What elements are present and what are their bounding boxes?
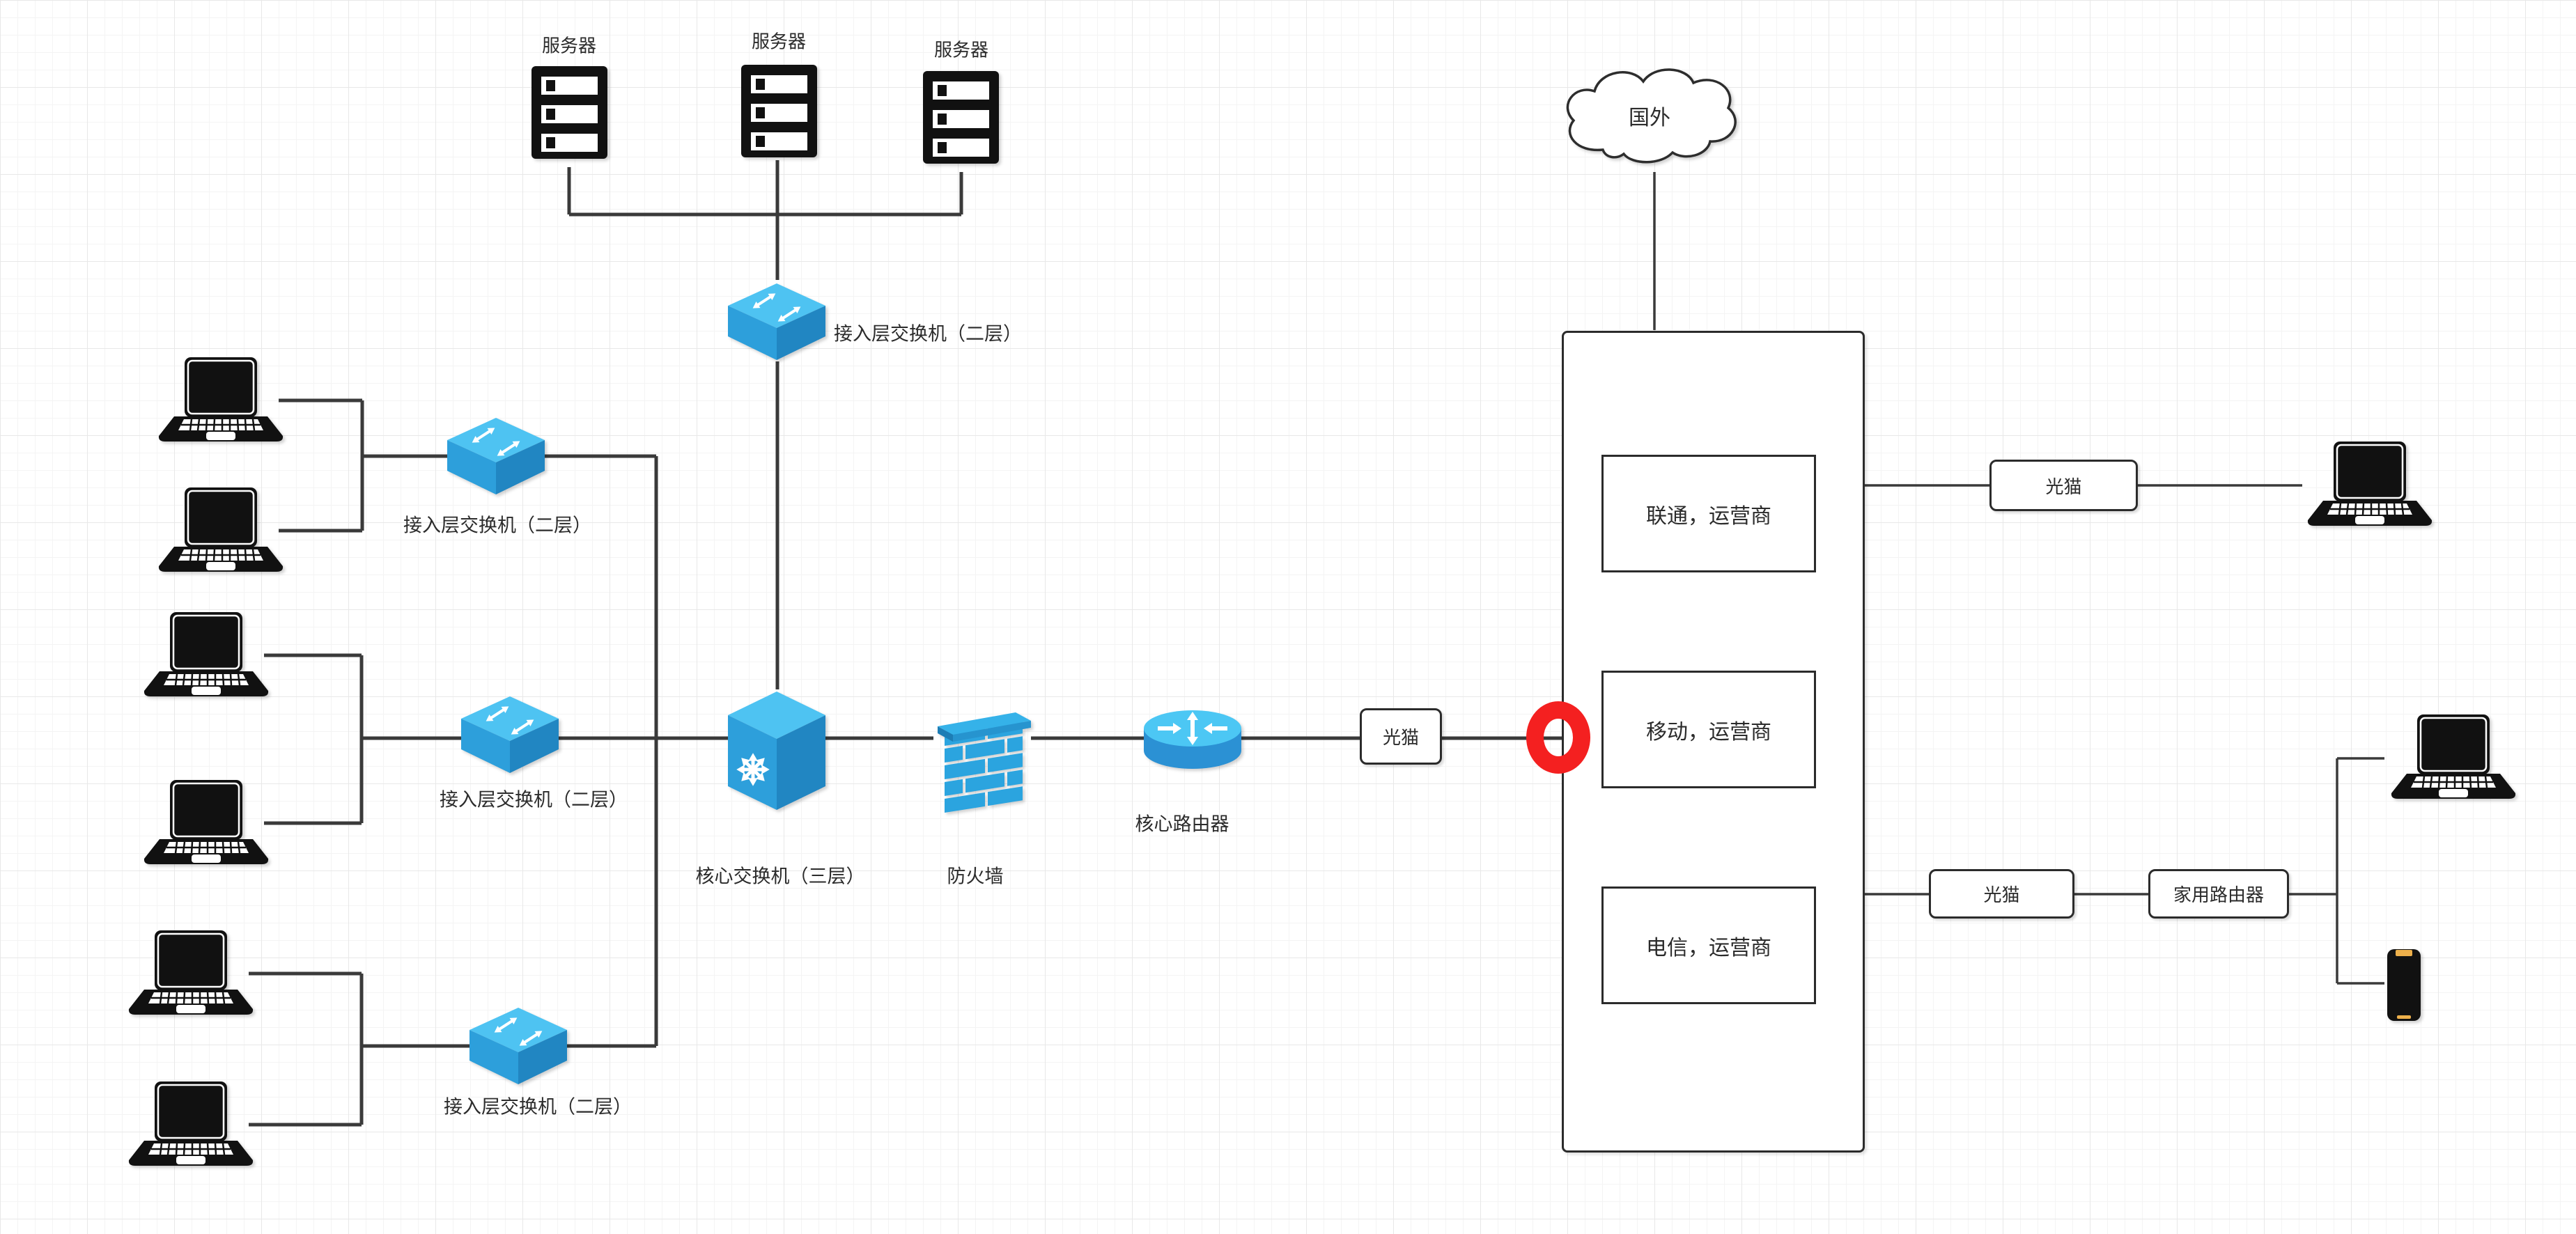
access-switch-3-label: 接入层交换机（二层） (444, 1096, 632, 1118)
server1-label: 服务器 (541, 35, 597, 56)
isp-box-telecom[interactable]: 电信，运营商 (1601, 887, 1816, 1004)
access-switch-1-label: 接入层交换机（二层） (403, 515, 591, 536)
annotation-red-circle[interactable] (1526, 701, 1590, 774)
isp-box-unicom-label: 联通，运营商 (1646, 504, 1771, 528)
server-icon[interactable] (741, 65, 817, 157)
modem-top-right-label: 光猫 (2045, 476, 2082, 497)
access-switch-icon[interactable] (728, 283, 825, 360)
access-switch-icon[interactable] (470, 1008, 567, 1084)
isp-box-mobile-label: 移动，运营商 (1646, 720, 1771, 744)
modem-box-bottom-right[interactable]: 光猫 (1929, 869, 2074, 919)
access-switch-top-label: 接入层交换机（二层） (834, 323, 1022, 345)
isp-box-unicom[interactable]: 联通，运营商 (1601, 455, 1816, 572)
core-router-icon[interactable] (1144, 710, 1241, 769)
server-icon[interactable] (532, 66, 607, 159)
firewall-icon[interactable] (938, 712, 1031, 813)
laptop-icon[interactable] (143, 611, 270, 698)
home-router-box[interactable]: 家用路由器 (2148, 869, 2289, 919)
laptop-icon[interactable] (2306, 440, 2433, 527)
laptop-icon[interactable] (157, 486, 284, 573)
home-router-label: 家用路由器 (2173, 884, 2264, 905)
access-switch-icon[interactable] (461, 696, 559, 773)
access-switch-2-label: 接入层交换机（二层） (440, 789, 628, 811)
laptop-icon[interactable] (143, 779, 270, 866)
core-switch-icon[interactable] (728, 692, 825, 810)
edges (249, 160, 2384, 1127)
modem-box-core[interactable]: 光猫 (1360, 708, 1442, 765)
laptop-icon[interactable] (157, 356, 284, 443)
isp-box-telecom-label: 电信，运营商 (1646, 936, 1771, 960)
phone-icon[interactable] (2387, 949, 2421, 1021)
server-icon[interactable] (923, 71, 999, 164)
core-switch-label: 核心交换机（三层） (695, 866, 865, 887)
cloud-label: 国外 (1629, 107, 1670, 130)
laptop-icon[interactable] (127, 929, 254, 1016)
access-switch-icon[interactable] (447, 418, 545, 494)
modem-bottom-right-label: 光猫 (1983, 884, 2020, 905)
laptop-icon[interactable] (127, 1080, 254, 1167)
laptop-icon[interactable] (2390, 713, 2517, 800)
server2-label: 服务器 (751, 31, 807, 52)
core-router-label: 核心路由器 (1135, 813, 1229, 835)
isp-box-mobile[interactable]: 移动，运营商 (1601, 671, 1816, 788)
modem-core-label: 光猫 (1382, 727, 1419, 748)
server3-label: 服务器 (933, 39, 989, 61)
modem-box-top-right[interactable]: 光猫 (1989, 460, 2138, 511)
firewall-label: 防火墙 (947, 866, 1004, 887)
